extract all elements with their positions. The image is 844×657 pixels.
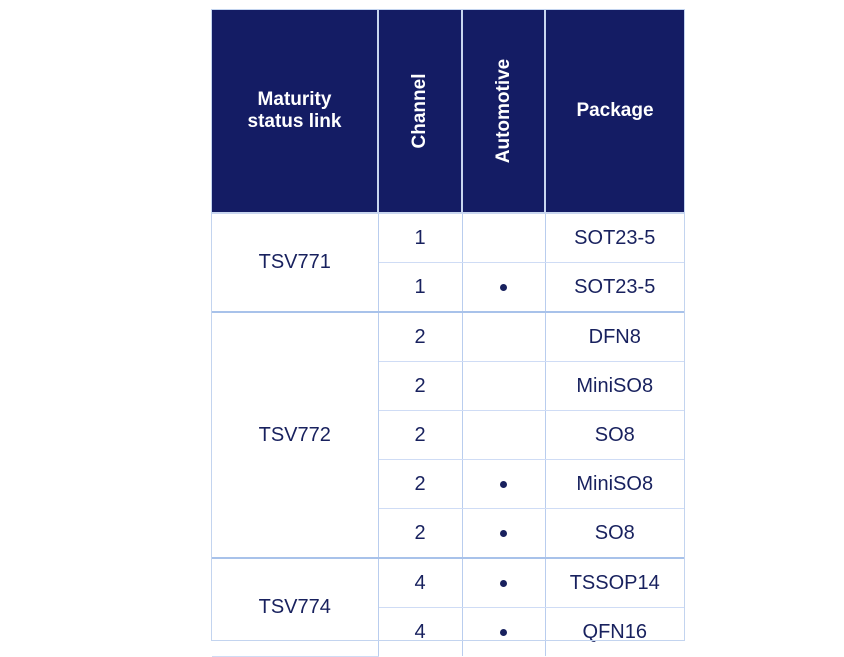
cell-automotive xyxy=(462,213,546,263)
automotive-bullet-icon xyxy=(500,283,507,291)
header-label-automotive: Automotive xyxy=(492,58,514,164)
cell-automotive xyxy=(462,508,546,559)
automotive-bullet-icon xyxy=(500,628,507,636)
cell-automotive xyxy=(462,557,546,608)
column-header-automotive: Automotive xyxy=(462,10,546,214)
cell-channel: 4 xyxy=(378,607,463,656)
cell-package: TSSOP14 xyxy=(545,557,684,608)
cell-package: SOT23-5 xyxy=(545,213,684,263)
cell-automotive xyxy=(462,311,546,362)
cell-automotive xyxy=(462,410,546,460)
cell-channel: 2 xyxy=(378,361,463,411)
table-row: 1 SOT23-5 xyxy=(212,262,684,313)
table-row: 2 MiniSO8 xyxy=(212,459,684,509)
table-row: 2 SO8 xyxy=(212,508,684,559)
cell-channel: 2 xyxy=(378,459,463,509)
cell-package: MiniSO8 xyxy=(545,459,684,509)
cell-package: MiniSO8 xyxy=(545,361,684,411)
automotive-bullet-icon xyxy=(500,529,507,537)
cell-channel: 1 xyxy=(378,262,463,313)
maturity-status-link-tsv772[interactable]: TSV772 xyxy=(212,311,379,559)
cell-automotive xyxy=(462,459,546,509)
header-label-maturity-line2: status link xyxy=(247,111,342,132)
cell-package: SO8 xyxy=(545,410,684,460)
automotive-bullet-icon xyxy=(500,480,507,488)
rotated-label-wrapper-automotive: Automotive xyxy=(463,10,544,212)
column-header-channel: Channel xyxy=(378,10,463,214)
table-row: 2 MiniSO8 xyxy=(212,361,684,411)
cell-automotive xyxy=(462,361,546,411)
header-label-maturity-line1: Maturity xyxy=(257,88,332,110)
header-row: Maturity status link Channel Automotive … xyxy=(212,10,684,214)
header-label-channel: Channel xyxy=(408,73,430,149)
cell-channel: 2 xyxy=(378,508,463,559)
column-header-package: Package xyxy=(545,10,684,214)
automotive-bullet-icon xyxy=(500,579,507,587)
cell-package: SOT23-5 xyxy=(545,262,684,313)
maturity-status-link-tsv771[interactable]: TSV771 xyxy=(212,213,379,313)
table-row: 2 SO8 xyxy=(212,410,684,460)
cell-automotive xyxy=(462,607,546,656)
header-label-package: Package xyxy=(576,99,654,121)
table-header: Maturity status link Channel Automotive … xyxy=(212,10,684,214)
cell-channel: 2 xyxy=(378,311,463,362)
rotated-label-wrapper-channel: Channel xyxy=(379,10,461,212)
column-header-maturity-status-link: Maturity status link xyxy=(212,10,379,214)
cell-package: QFN16 xyxy=(545,607,684,656)
cell-channel: 1 xyxy=(378,213,463,263)
product-selection-table: Maturity status link Channel Automotive … xyxy=(212,10,684,657)
cell-automotive xyxy=(462,262,546,313)
cell-channel: 4 xyxy=(378,557,463,608)
cell-channel: 2 xyxy=(378,410,463,460)
cell-package: DFN8 xyxy=(545,311,684,362)
cell-package: SO8 xyxy=(545,508,684,559)
maturity-status-link-tsv774[interactable]: TSV774 xyxy=(212,557,379,657)
